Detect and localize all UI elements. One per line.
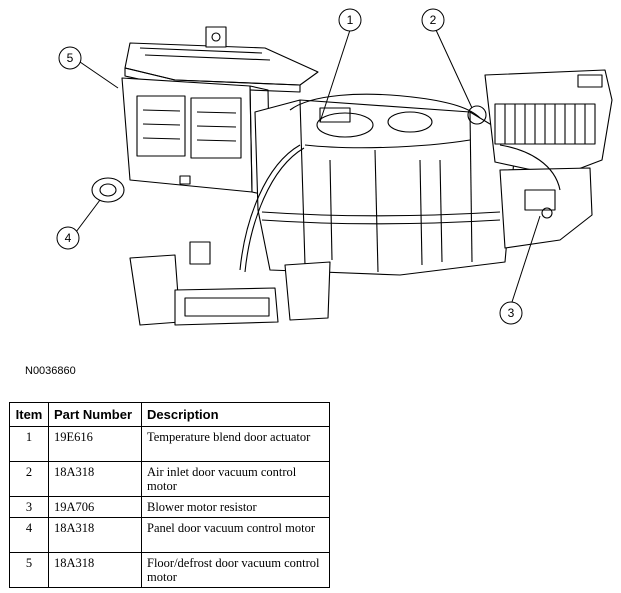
callout-5-label: 5 bbox=[67, 51, 74, 65]
table-row: 1 19E616 Temperature blend door actuator bbox=[9, 426, 330, 462]
callout-1: 1 bbox=[319, 8, 362, 123]
callout-3-label: 3 bbox=[508, 306, 515, 320]
panel-door-motor bbox=[91, 177, 125, 203]
callout-1-label: 1 bbox=[347, 13, 354, 27]
header-item: Item bbox=[9, 402, 49, 427]
description-cell: Panel door vacuum control motor bbox=[141, 517, 330, 553]
plenum-housing bbox=[121, 77, 271, 197]
defrost-outlet-duct bbox=[124, 26, 319, 93]
item-cell: 5 bbox=[9, 552, 49, 588]
header-description: Description bbox=[141, 402, 330, 427]
hvac-assembly-illustration: 1 2 3 4 5 bbox=[56, 8, 613, 326]
description-cell: Air inlet door vacuum control motor bbox=[141, 461, 330, 497]
callout-3: 3 bbox=[499, 215, 541, 325]
vacuum-hoses bbox=[239, 144, 561, 273]
callout-4: 4 bbox=[56, 199, 101, 250]
table-row: 2 18A318 Air inlet door vacuum control m… bbox=[9, 461, 330, 497]
item-cell: 3 bbox=[9, 496, 49, 518]
parts-table: Item Part Number Description 1 19E616 Te… bbox=[9, 402, 330, 588]
callout-4-label: 4 bbox=[65, 231, 72, 245]
part-number-cell: 19E616 bbox=[48, 426, 142, 462]
item-cell: 2 bbox=[9, 461, 49, 497]
callout-2: 2 bbox=[421, 8, 473, 109]
part-number-cell: 19A706 bbox=[48, 496, 142, 518]
blend-door-actuator-area bbox=[289, 93, 481, 138]
table-row: 4 18A318 Panel door vacuum control motor bbox=[9, 517, 330, 553]
floor-outlets bbox=[129, 241, 331, 326]
part-number-cell: 18A318 bbox=[48, 552, 142, 588]
item-cell: 1 bbox=[9, 426, 49, 462]
callout-2-label: 2 bbox=[430, 13, 437, 27]
callouts: 1 2 3 4 5 bbox=[56, 8, 541, 325]
description-cell: Temperature blend door actuator bbox=[141, 426, 330, 462]
table-row: 3 19A706 Blower motor resistor bbox=[9, 496, 330, 518]
description-cell: Blower motor resistor bbox=[141, 496, 330, 518]
figure-code: N0036860 bbox=[25, 365, 76, 377]
table-row: 5 18A318 Floor/defrost door vacuum contr… bbox=[9, 552, 330, 588]
part-number-cell: 18A318 bbox=[48, 517, 142, 553]
lower-right-housing bbox=[499, 167, 593, 249]
main-housing bbox=[254, 99, 516, 276]
description-cell: Floor/defrost door vacuum control motor bbox=[141, 552, 330, 588]
item-cell: 4 bbox=[9, 517, 49, 553]
table-header-row: Item Part Number Description bbox=[9, 402, 330, 427]
header-part-number: Part Number bbox=[48, 402, 142, 427]
callout-5: 5 bbox=[58, 46, 119, 89]
part-number-cell: 18A318 bbox=[48, 461, 142, 497]
